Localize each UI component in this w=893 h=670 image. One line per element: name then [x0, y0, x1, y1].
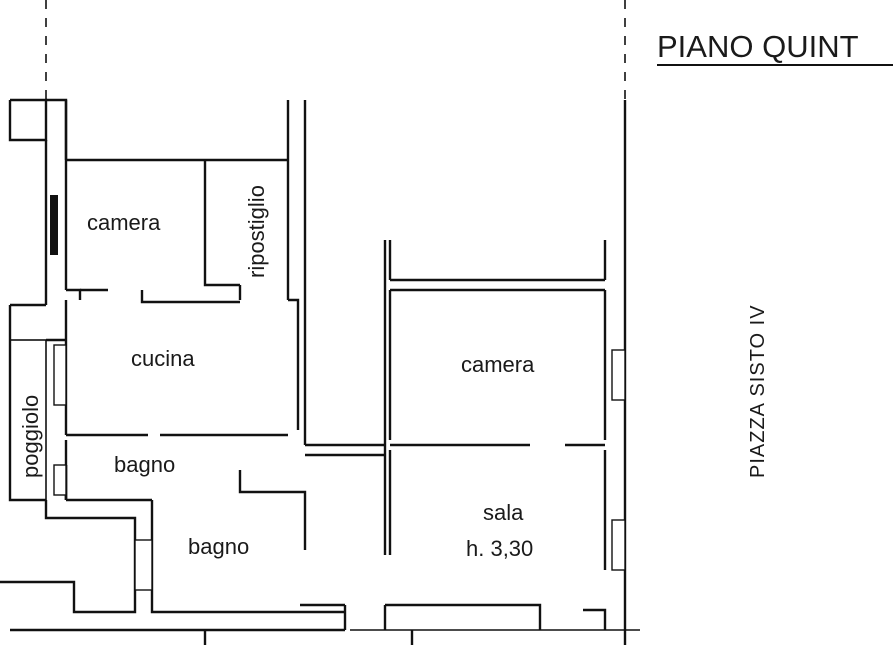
interior-walls	[64, 100, 627, 645]
floor-title: PIANO QUINT	[657, 29, 859, 64]
room-label-camera-left: camera	[87, 210, 161, 235]
room-label-camera-right: camera	[461, 352, 535, 377]
room-label-sala: sala	[483, 500, 524, 525]
room-label-cucina: cucina	[131, 346, 195, 371]
outer-walls	[0, 98, 640, 645]
room-label-bagno-upper: bagno	[114, 452, 175, 477]
room-label-bagno-lower: bagno	[188, 534, 249, 559]
windows	[50, 195, 626, 591]
street-label: PIAZZA SISTO IV	[747, 304, 769, 478]
room-label-sala-height: h. 3,30	[466, 536, 533, 561]
room-label-poggiolo: poggiolo	[18, 395, 43, 478]
room-label-ripostiglio: ripostiglio	[244, 185, 269, 278]
